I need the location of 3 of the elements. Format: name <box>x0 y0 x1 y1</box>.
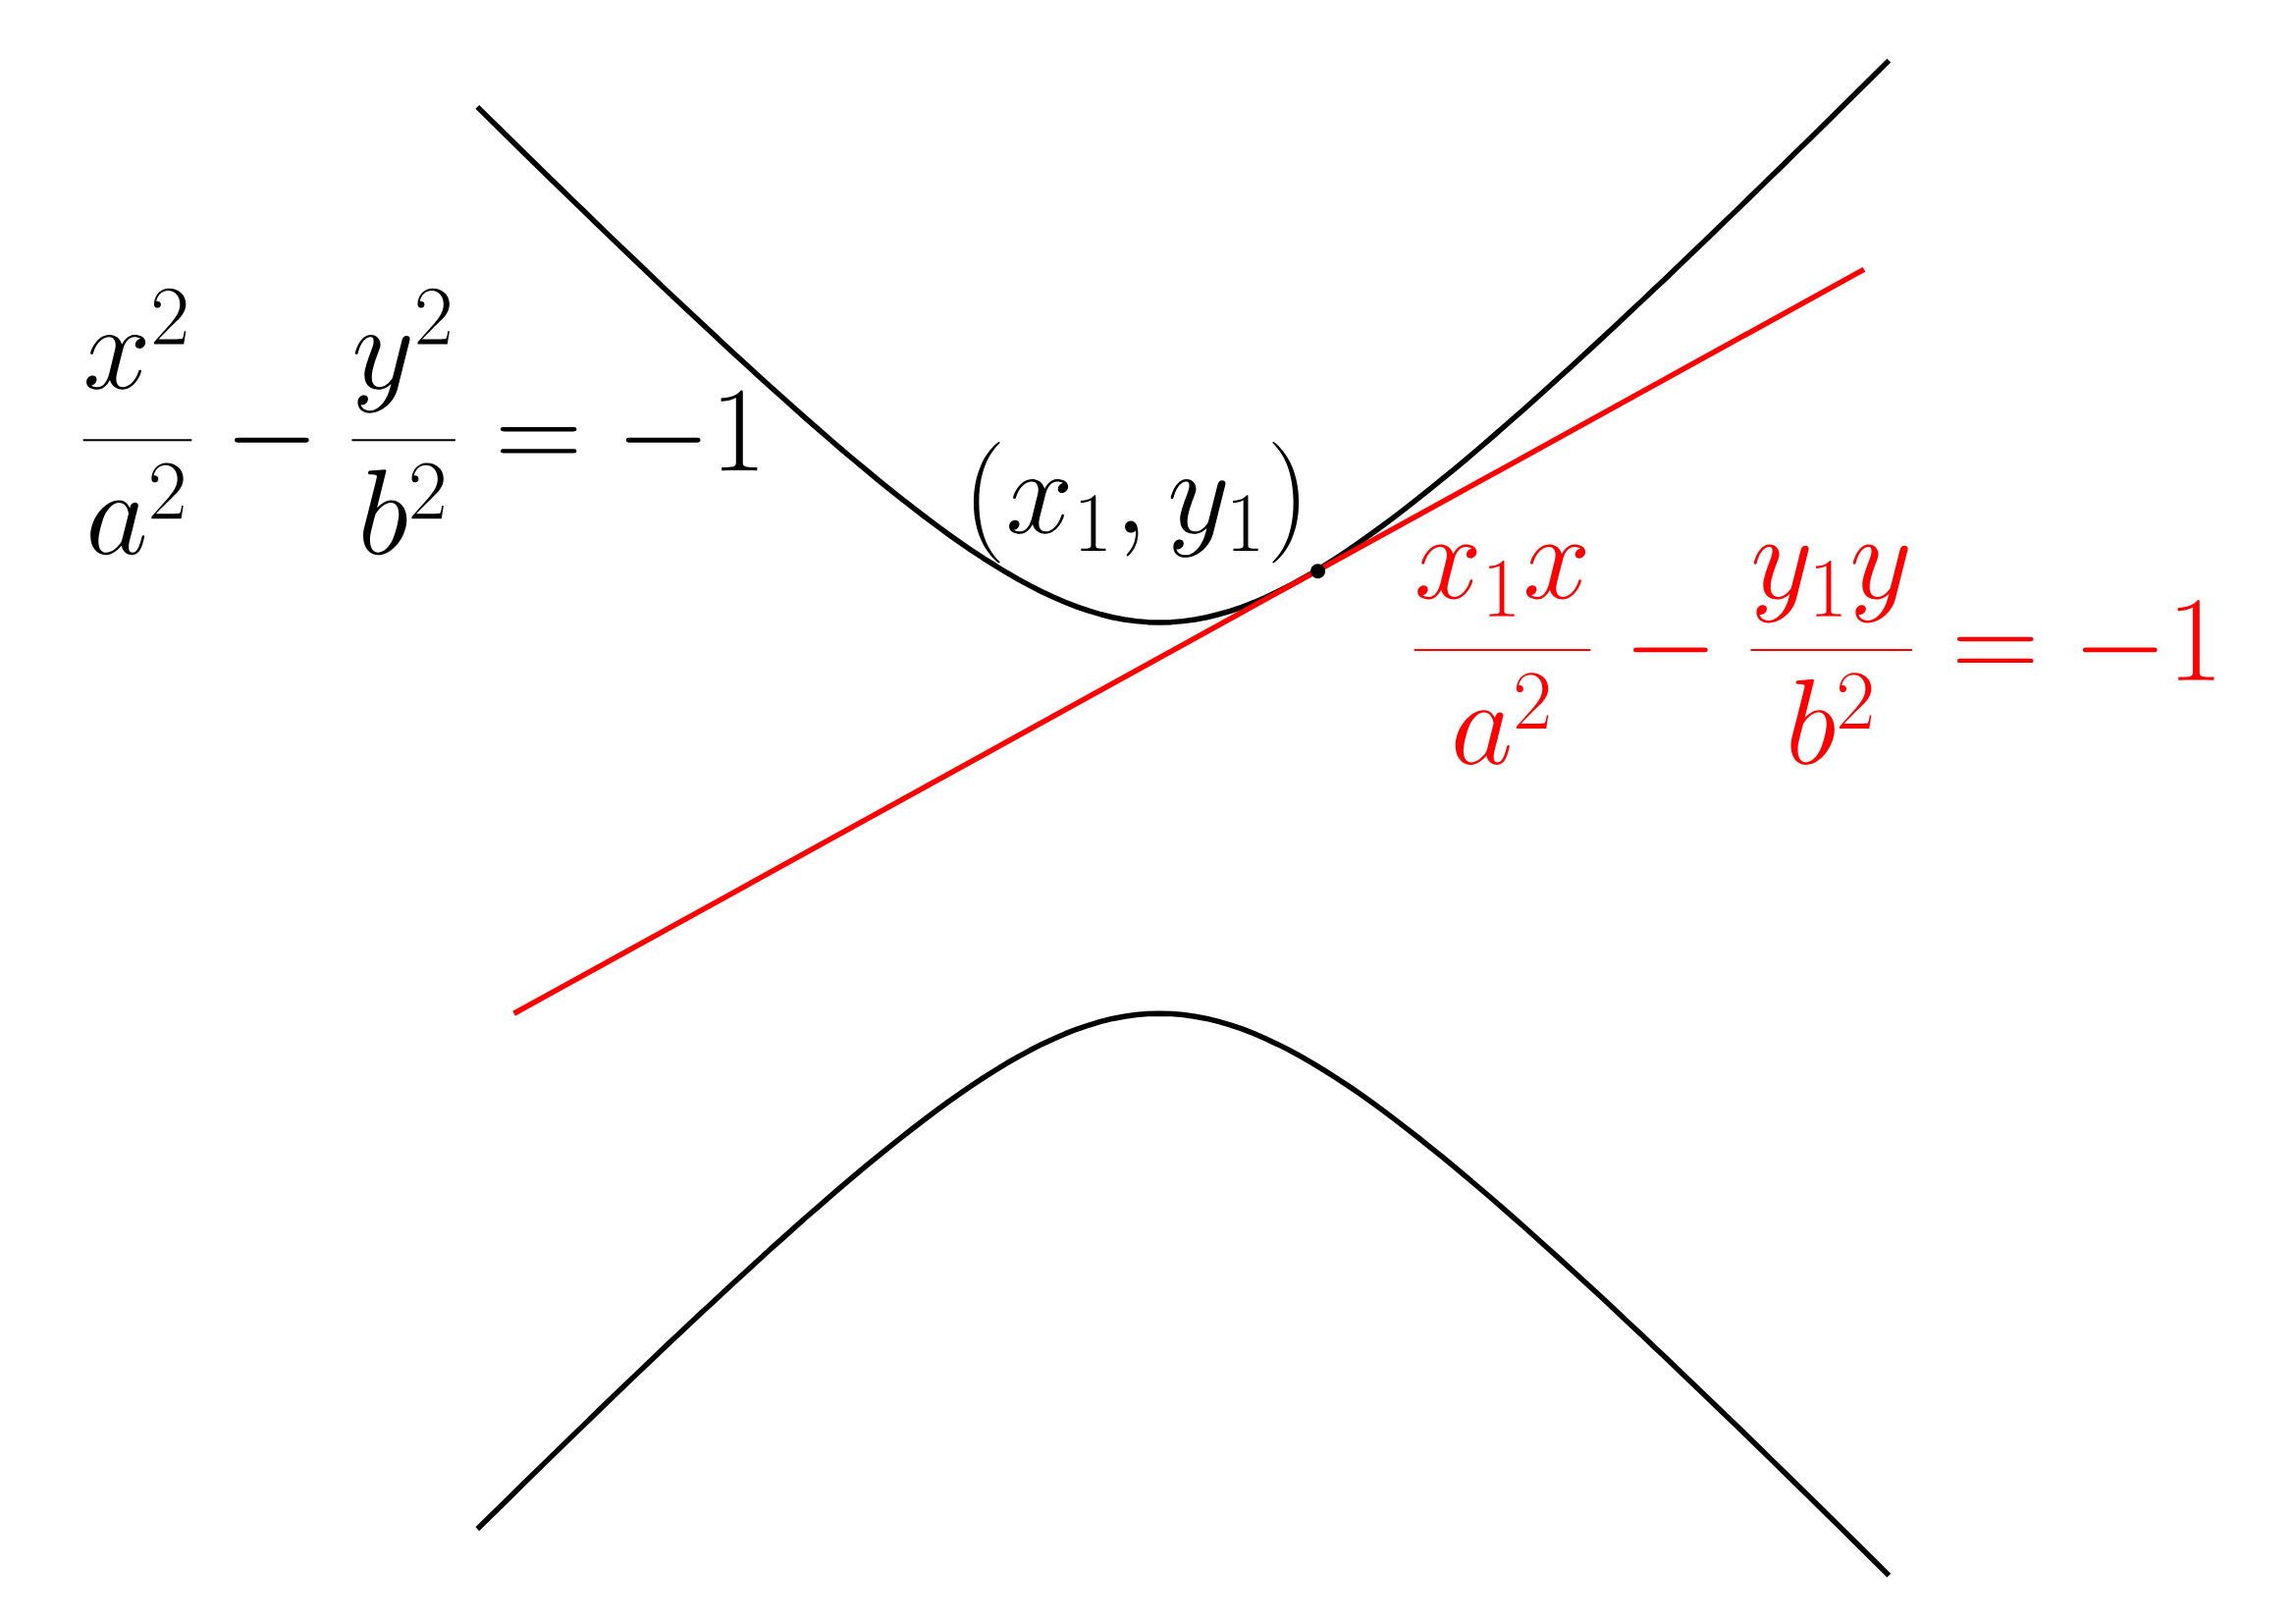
equation-label: $\frac{x_1x}{a^2}-\frac{y_1y}{b^2}=-1$ <box>1414 544 2215 765</box>
equation-label: $(x_1,y_1)$ <box>973 441 1300 564</box>
equation-label: $\frac{x^2}{a^2}-\frac{y^2}{b^2}=-1$ <box>82 288 758 556</box>
